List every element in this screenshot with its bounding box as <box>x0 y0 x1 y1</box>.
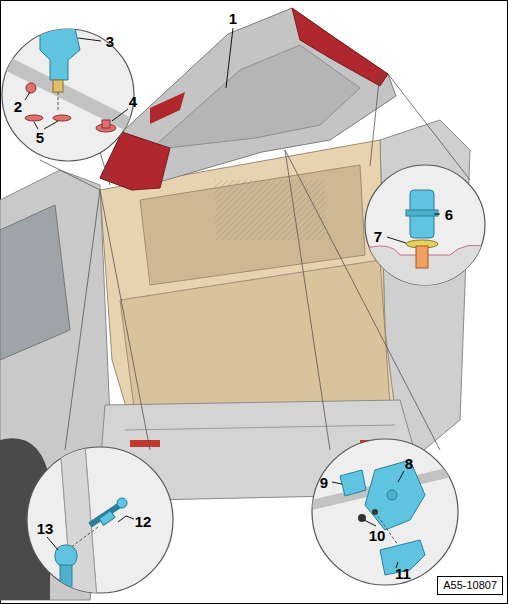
callout-number: 2 <box>14 99 22 114</box>
reference-box: A55-10807 <box>437 576 503 595</box>
reference-code: A55-10807 <box>443 579 497 592</box>
callout-number: 11 <box>395 566 411 581</box>
callout-number: 5 <box>36 130 44 145</box>
callout-number: 13 <box>37 521 54 536</box>
callout-number: 8 <box>405 456 413 471</box>
callout-number: 9 <box>320 475 328 490</box>
callout-number: 12 <box>135 514 152 529</box>
callout-number: 3 <box>106 34 114 49</box>
callout-number: 4 <box>129 94 137 109</box>
callout-number: 1 <box>229 11 237 26</box>
callout-number: 6 <box>445 207 453 222</box>
callout-number: 7 <box>374 229 382 244</box>
callout-number: 10 <box>369 528 386 543</box>
